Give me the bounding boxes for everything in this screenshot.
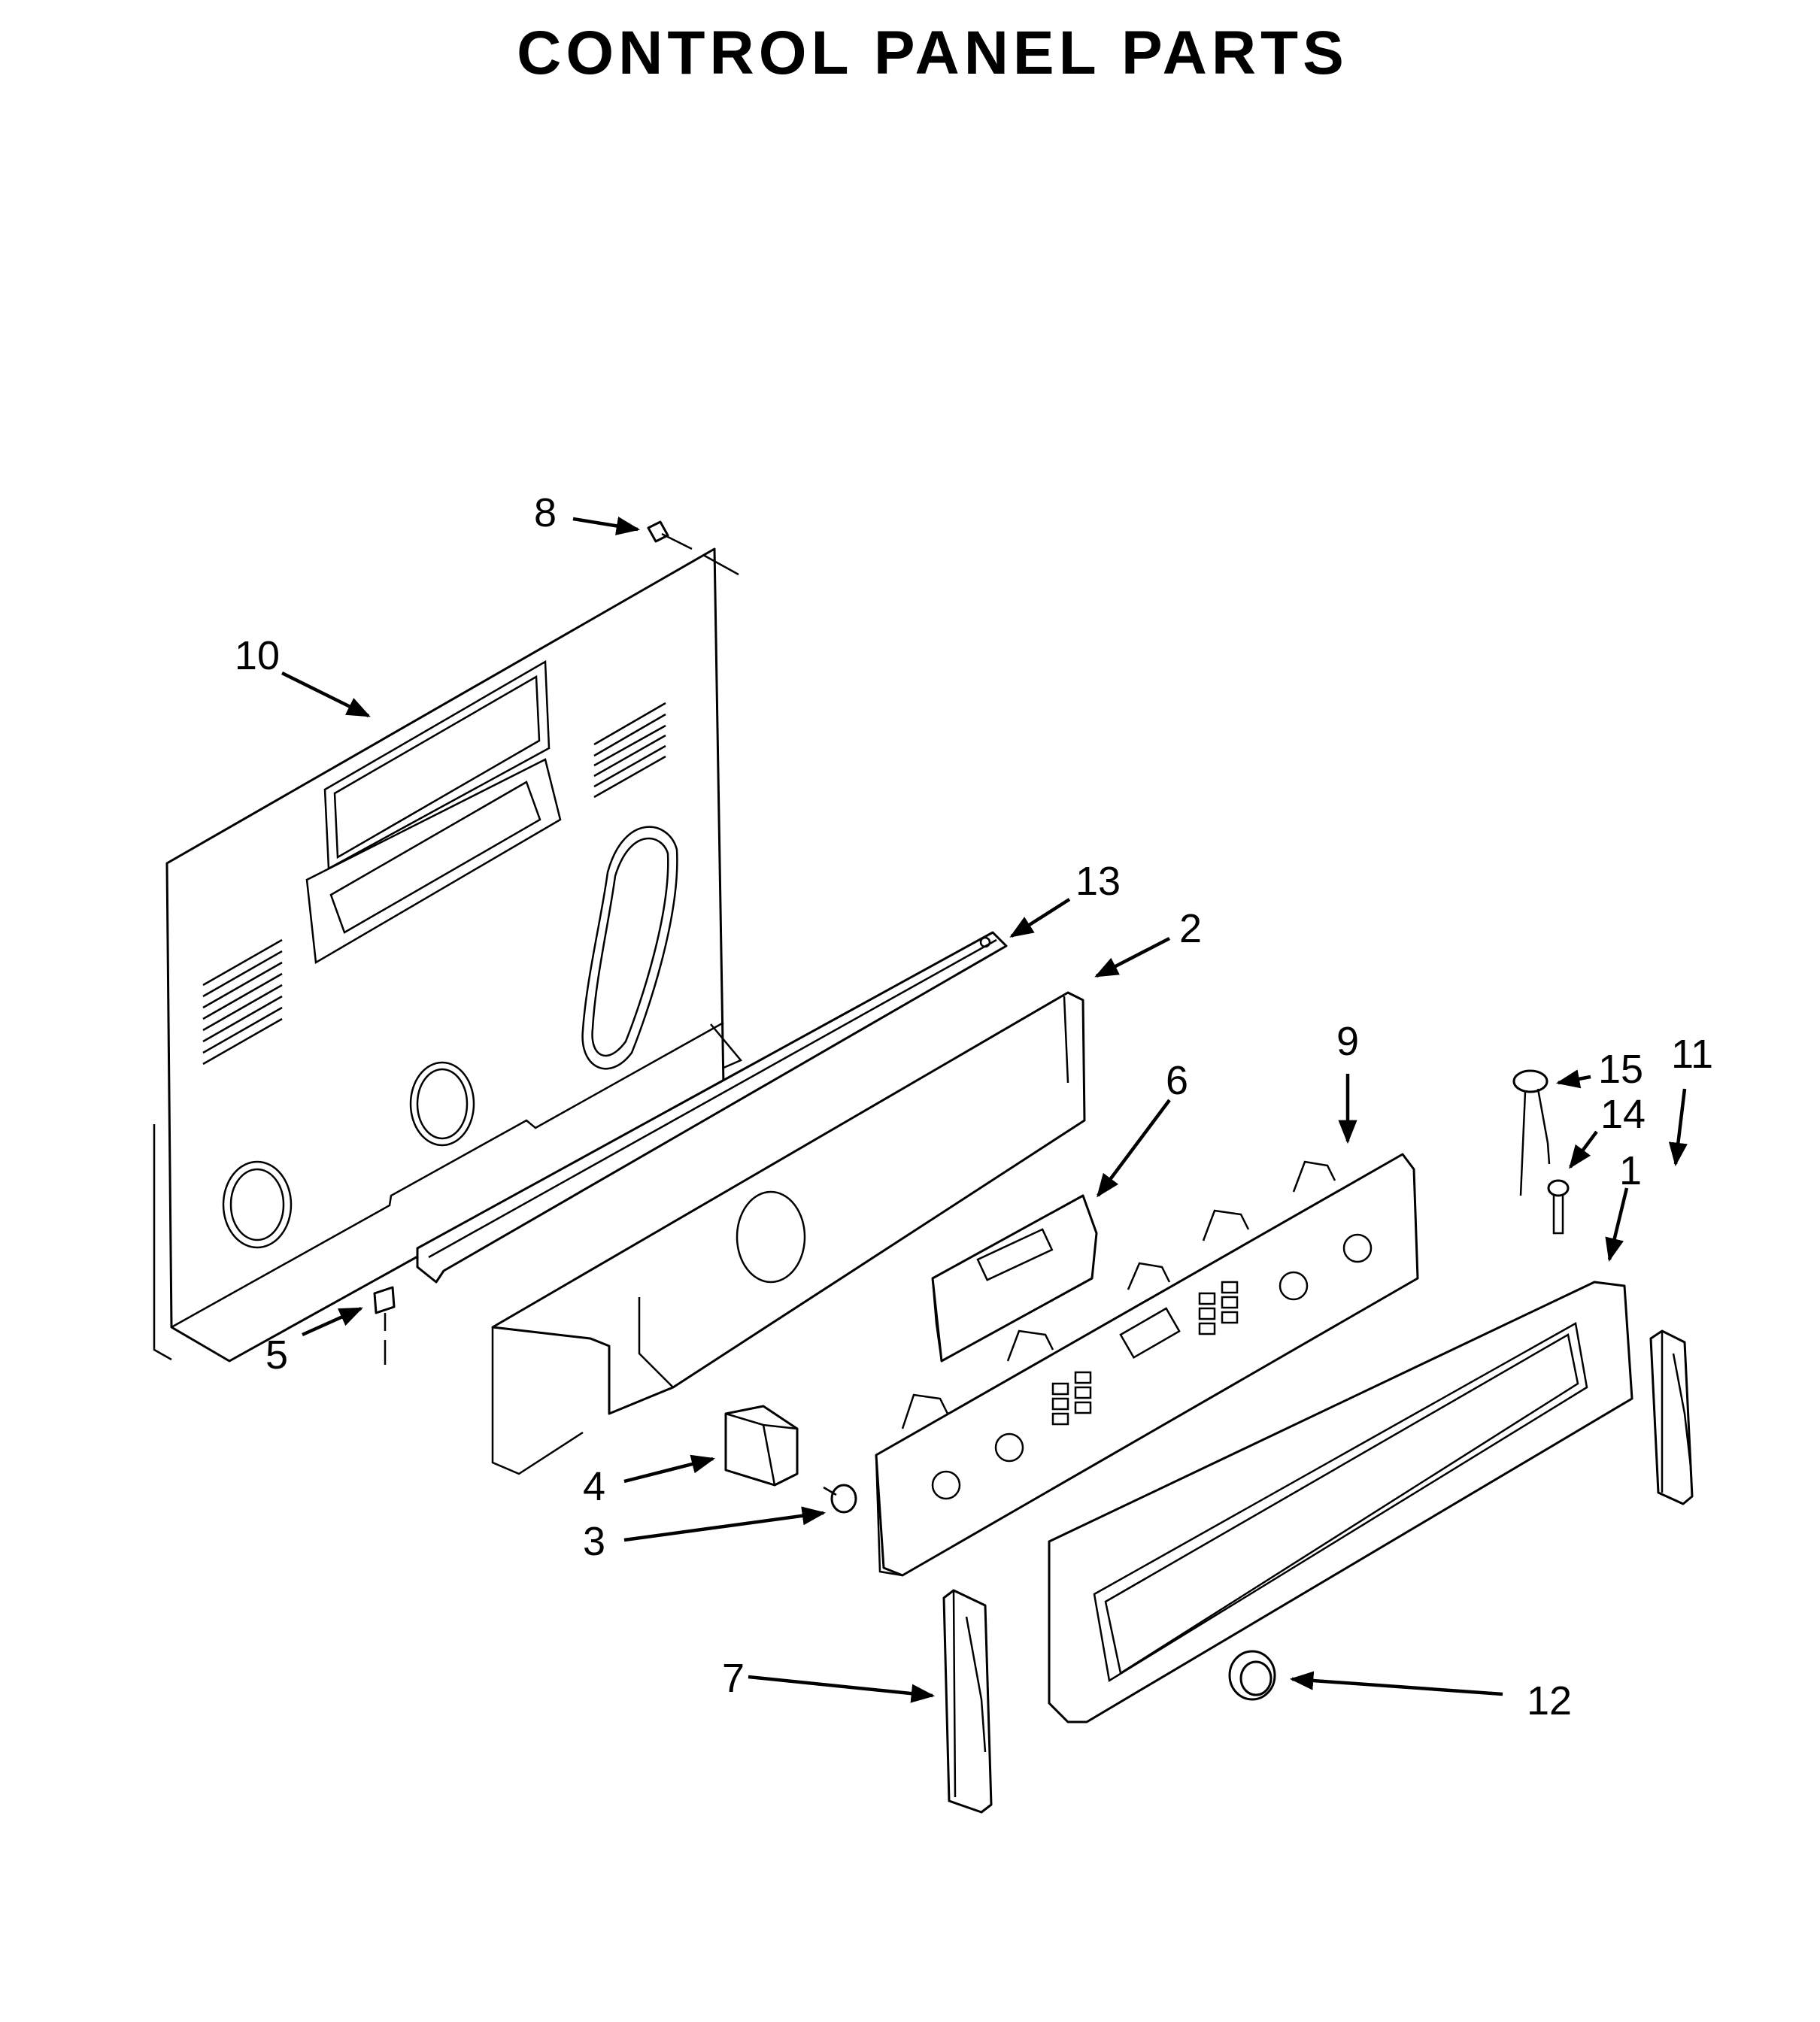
- part-12-knob: [1228, 1650, 1276, 1701]
- callout-11: 11: [1671, 1032, 1713, 1077]
- callout-5: 5: [265, 1332, 288, 1378]
- callout-9: 9: [1336, 1019, 1359, 1064]
- callout-3: 3: [583, 1519, 605, 1564]
- leader-lines: [281, 517, 1688, 1703]
- callout-8: 8: [534, 490, 557, 535]
- part-14-switch: [1547, 1179, 1570, 1235]
- part-2-bracket: [491, 991, 1086, 1475]
- part-4-switch: [724, 1405, 799, 1487]
- part-1-console-trim: [1048, 1281, 1633, 1723]
- part-7-side-bracket: [942, 1589, 993, 1814]
- callout-4: 4: [583, 1464, 605, 1509]
- callout-2: 2: [1179, 906, 1202, 951]
- part-13-trim-strip: [416, 931, 1008, 1284]
- callout-1: 1: [1619, 1148, 1642, 1193]
- callout-13: 13: [1075, 859, 1121, 904]
- callout-7: 7: [722, 1656, 745, 1701]
- callout-14: 14: [1600, 1092, 1646, 1137]
- part-8-screw: [647, 520, 739, 576]
- part-6-control-board: [931, 1194, 1098, 1363]
- callout-labels: 8 10 13 2 9 6 15 11 14 1 5 4 3 7 12: [235, 490, 1713, 1723]
- callout-6: 6: [1166, 1058, 1188, 1103]
- part-3-screw: [823, 1484, 857, 1514]
- part-9-console: [875, 1153, 1419, 1577]
- part-11-side-bracket: [1649, 1329, 1694, 1505]
- part-5-screw: [373, 1286, 396, 1365]
- callout-15: 15: [1598, 1047, 1643, 1092]
- callout-12: 12: [1527, 1678, 1572, 1723]
- callout-10: 10: [235, 633, 280, 678]
- part-15-light: [1512, 1069, 1551, 1196]
- page-title: CONTROL PANEL PARTS: [517, 19, 1348, 87]
